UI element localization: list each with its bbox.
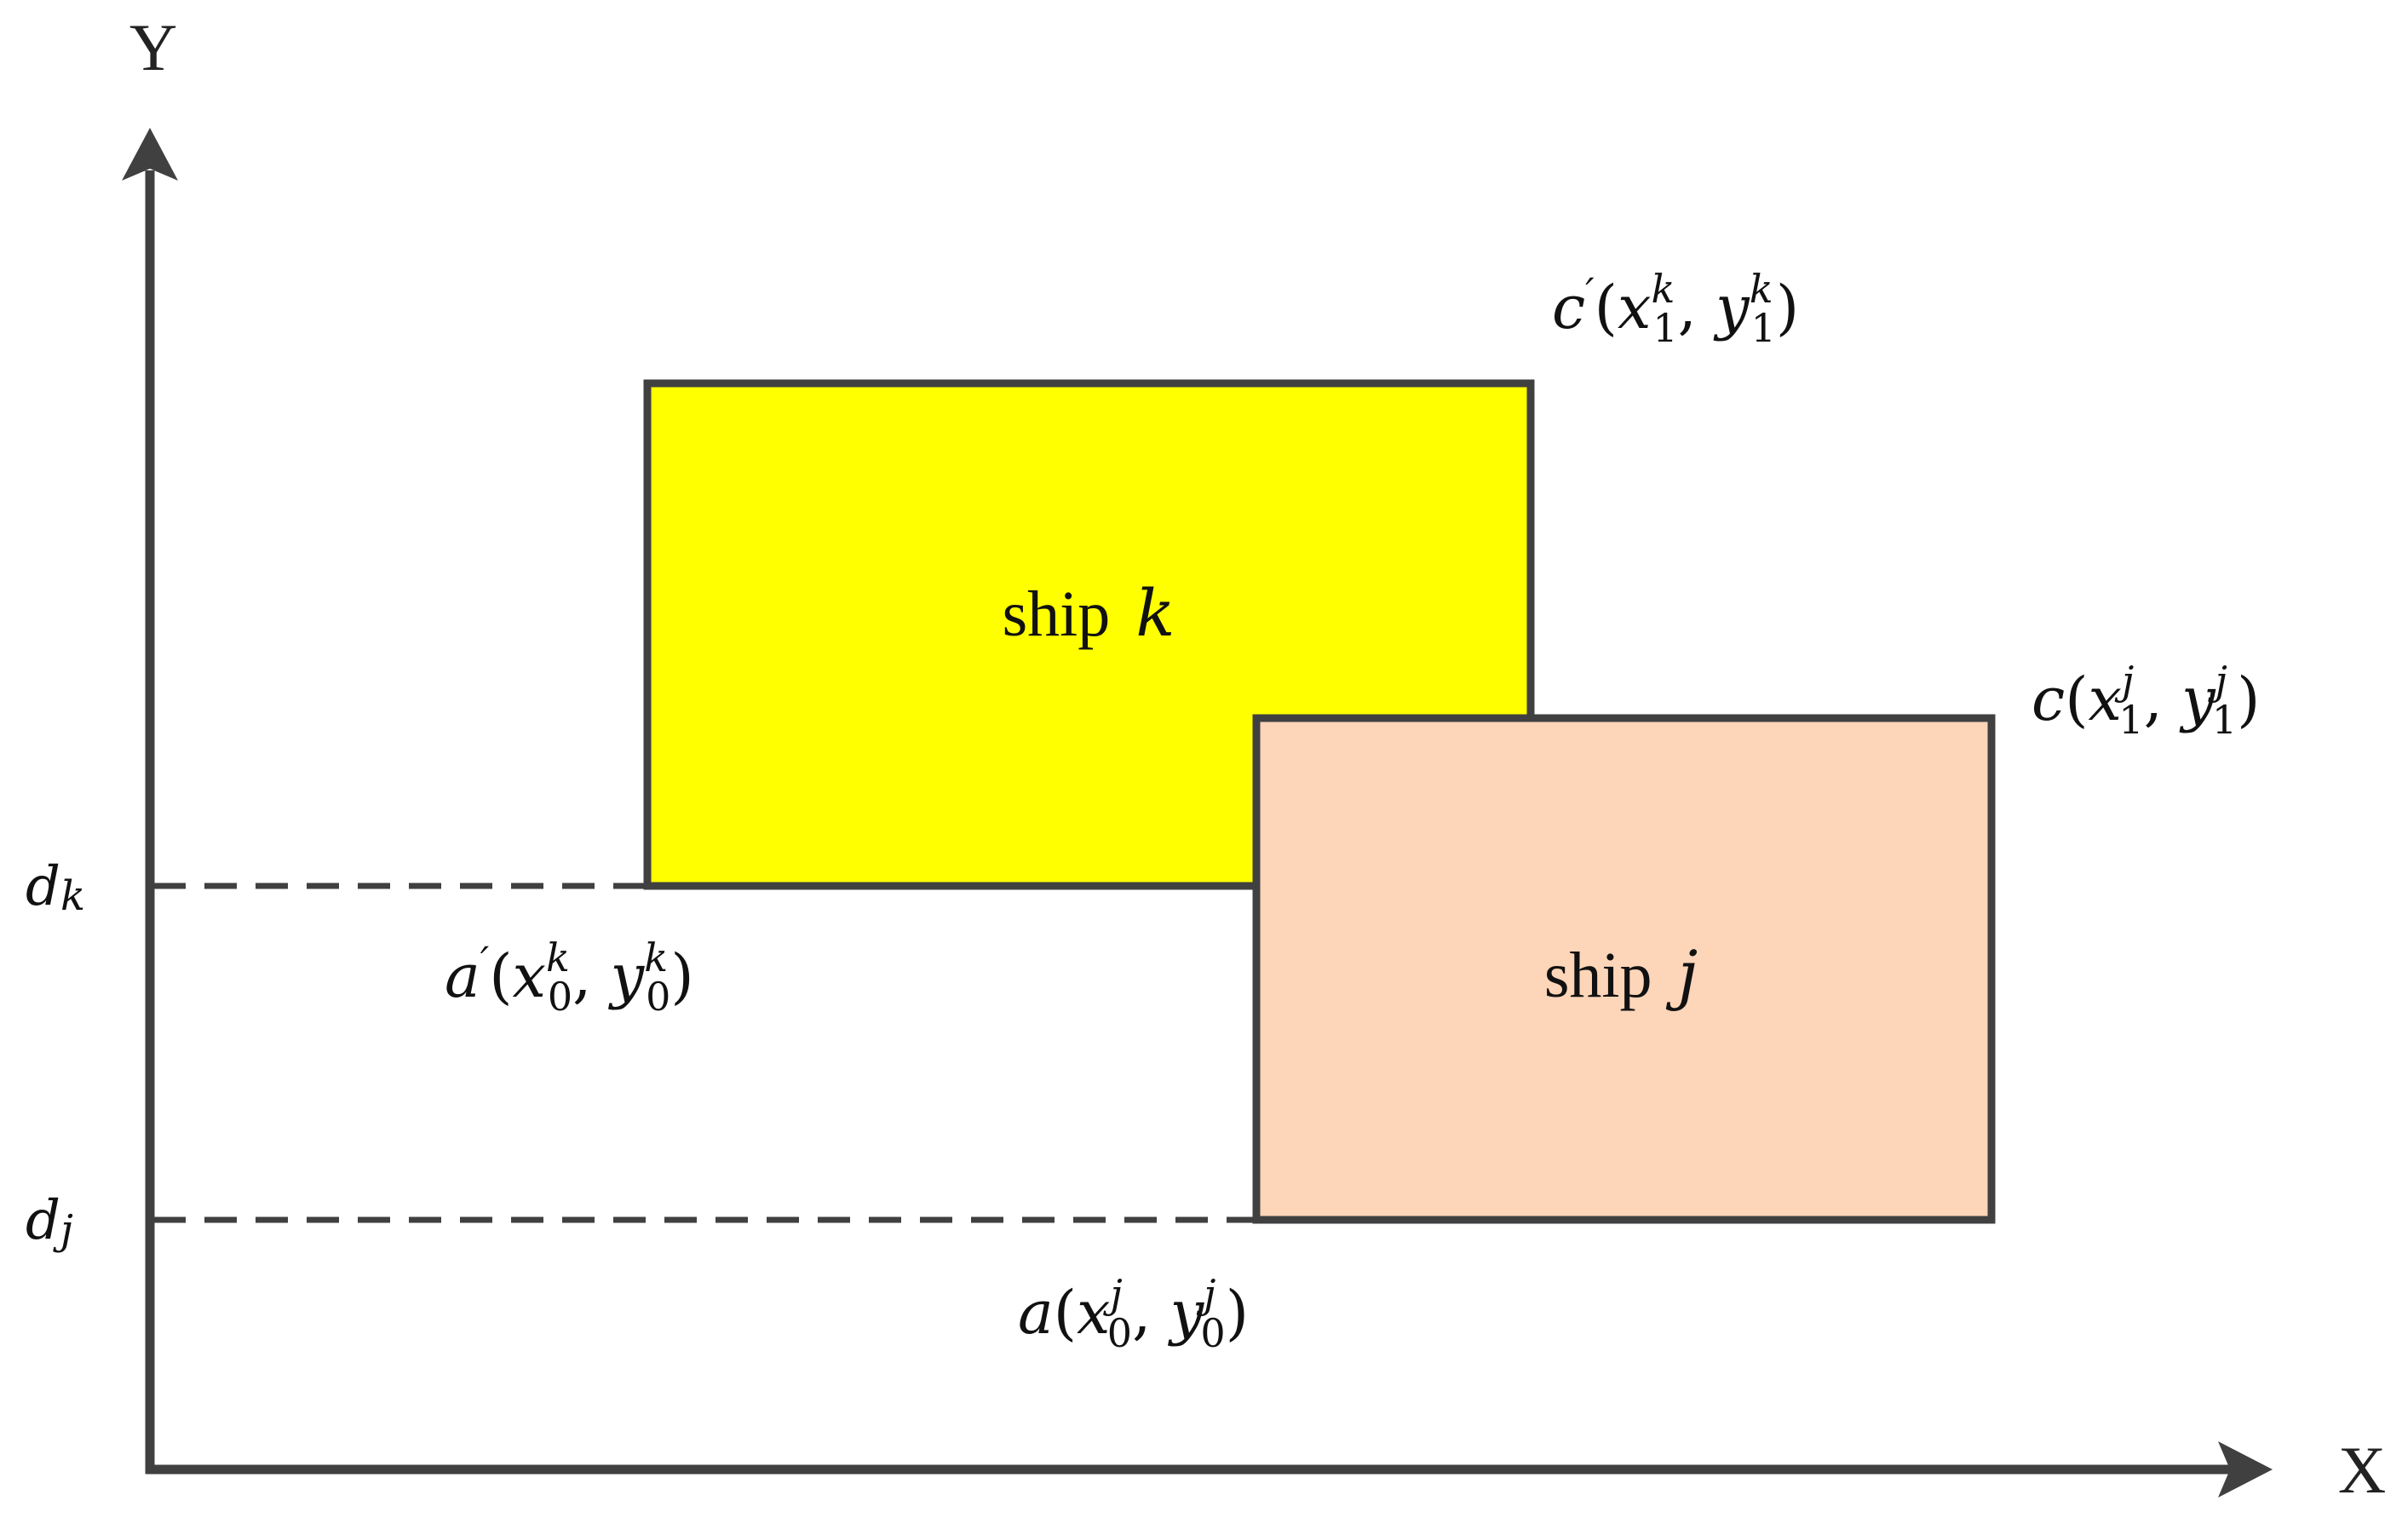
- x-axis-arrowhead: [2218, 1441, 2273, 1498]
- y-axis-arrowhead: [122, 128, 178, 181]
- y-axis-label: Y: [129, 10, 177, 84]
- x-axis-label: X: [2338, 1433, 2386, 1507]
- dk-label: dk: [26, 855, 85, 920]
- dj-label: dj: [26, 1189, 73, 1254]
- ship-j-rect: [1252, 714, 1996, 1224]
